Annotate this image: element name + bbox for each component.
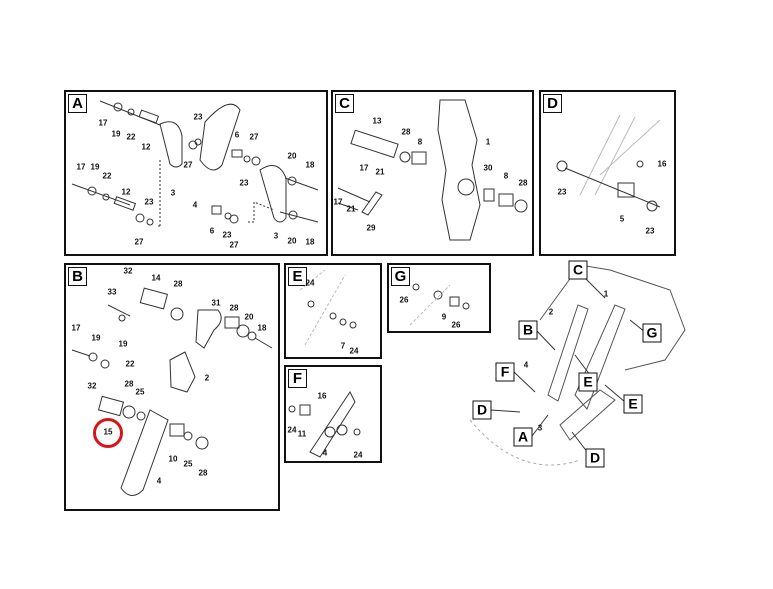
part-label[interactable]: 23: [193, 112, 203, 122]
part-label[interactable]: 24: [349, 346, 359, 356]
part-label[interactable]: 6: [209, 226, 215, 236]
part-label[interactable]: 1: [485, 137, 491, 147]
part-label[interactable]: 28: [198, 468, 208, 478]
part-label[interactable]: 24: [305, 278, 315, 288]
part-label[interactable]: 21: [346, 204, 356, 214]
part-label[interactable]: 16: [657, 159, 667, 169]
part-label[interactable]: 19: [90, 162, 100, 172]
part-label[interactable]: 8: [503, 171, 509, 181]
part-label[interactable]: 27: [229, 240, 239, 250]
part-label[interactable]: 23: [557, 187, 567, 197]
panel-e: E: [284, 263, 382, 359]
panel-a-letter: A: [68, 94, 87, 113]
overview-callout-f[interactable]: F: [495, 362, 515, 382]
part-label[interactable]: 23: [645, 226, 655, 236]
part-label[interactable]: 4: [322, 448, 328, 458]
part-label[interactable]: 33: [107, 287, 117, 297]
highlight-ring: [93, 418, 123, 448]
part-label[interactable]: 27: [183, 160, 193, 170]
panel-g-letter: G: [391, 267, 410, 286]
panel-d-letter: D: [543, 94, 562, 113]
overview-part-number: 2: [548, 307, 554, 317]
part-label[interactable]: 23: [239, 178, 249, 188]
overview-callout-c[interactable]: C: [568, 260, 588, 280]
part-label[interactable]: 27: [249, 132, 259, 142]
panel-b-letter: B: [68, 267, 87, 286]
part-label[interactable]: 17: [76, 162, 86, 172]
part-label[interactable]: 19: [111, 129, 121, 139]
part-label[interactable]: 23: [144, 197, 154, 207]
overview-callout-d[interactable]: D: [585, 448, 605, 468]
panel-f-letter: F: [288, 369, 307, 388]
part-label[interactable]: 25: [183, 459, 193, 469]
part-label[interactable]: 8: [417, 137, 423, 147]
part-label[interactable]: 7: [340, 341, 346, 351]
part-label[interactable]: 19: [118, 339, 128, 349]
panel-g: G: [387, 263, 491, 333]
part-label[interactable]: 4: [156, 476, 162, 486]
part-label[interactable]: 26: [451, 320, 461, 330]
part-label[interactable]: 21: [375, 167, 385, 177]
part-label[interactable]: 28: [173, 279, 183, 289]
part-label[interactable]: 4: [192, 200, 198, 210]
part-label[interactable]: 3: [273, 231, 279, 241]
part-label[interactable]: 22: [125, 359, 135, 369]
overview-callout-e[interactable]: E: [578, 372, 598, 392]
part-label[interactable]: 28: [124, 379, 134, 389]
part-label[interactable]: 17: [98, 118, 108, 128]
part-label[interactable]: 20: [287, 236, 297, 246]
part-label[interactable]: 20: [287, 151, 297, 161]
part-label[interactable]: 31: [211, 298, 221, 308]
part-label[interactable]: 29: [366, 223, 376, 233]
overview-callout-d[interactable]: D: [472, 400, 492, 420]
overview-callout-a[interactable]: A: [513, 427, 533, 447]
part-label[interactable]: 27: [134, 237, 144, 247]
overview-part-number: 3: [537, 423, 543, 433]
part-label[interactable]: 17: [359, 163, 369, 173]
panel-e-letter: E: [288, 267, 307, 286]
panel-c-letter: C: [335, 94, 354, 113]
part-label[interactable]: 32: [123, 266, 133, 276]
part-label[interactable]: 2: [204, 373, 210, 383]
part-label[interactable]: 17: [71, 323, 81, 333]
part-label[interactable]: 11: [297, 429, 307, 439]
part-label[interactable]: 32: [87, 381, 97, 391]
part-label[interactable]: 12: [141, 142, 151, 152]
highlighted-part-label[interactable]: 15: [103, 427, 113, 437]
part-label[interactable]: 18: [305, 237, 315, 247]
part-label[interactable]: 23: [222, 230, 232, 240]
part-label[interactable]: 16: [317, 391, 327, 401]
part-label[interactable]: 3: [170, 188, 176, 198]
overview-part-number: 1: [603, 289, 609, 299]
part-label[interactable]: 19: [91, 333, 101, 343]
part-label[interactable]: 18: [257, 323, 267, 333]
part-label[interactable]: 13: [372, 116, 382, 126]
part-label[interactable]: 22: [102, 171, 112, 181]
part-label[interactable]: 6: [234, 130, 240, 140]
part-label[interactable]: 14: [151, 273, 161, 283]
part-label[interactable]: 12: [121, 187, 131, 197]
panel-c: C: [331, 90, 534, 256]
overview-callout-e[interactable]: E: [623, 394, 643, 414]
part-label[interactable]: 24: [287, 425, 297, 435]
part-label[interactable]: 10: [168, 454, 178, 464]
part-label[interactable]: 22: [126, 132, 136, 142]
part-label[interactable]: 20: [244, 312, 254, 322]
part-label[interactable]: 28: [518, 178, 528, 188]
part-label[interactable]: 30: [483, 163, 493, 173]
part-label[interactable]: 28: [401, 127, 411, 137]
panel-d: D: [539, 90, 676, 256]
part-label[interactable]: 18: [305, 160, 315, 170]
overview-callout-g[interactable]: G: [642, 323, 662, 343]
part-label[interactable]: 26: [399, 295, 409, 305]
part-label[interactable]: 25: [135, 387, 145, 397]
part-label[interactable]: 24: [353, 450, 363, 460]
overview-callout-b[interactable]: B: [518, 320, 538, 340]
part-label[interactable]: 17: [333, 197, 343, 207]
part-label[interactable]: 5: [619, 214, 625, 224]
overview-part-number: 4: [523, 360, 529, 370]
part-label[interactable]: 9: [441, 312, 447, 322]
part-label[interactable]: 28: [229, 303, 239, 313]
